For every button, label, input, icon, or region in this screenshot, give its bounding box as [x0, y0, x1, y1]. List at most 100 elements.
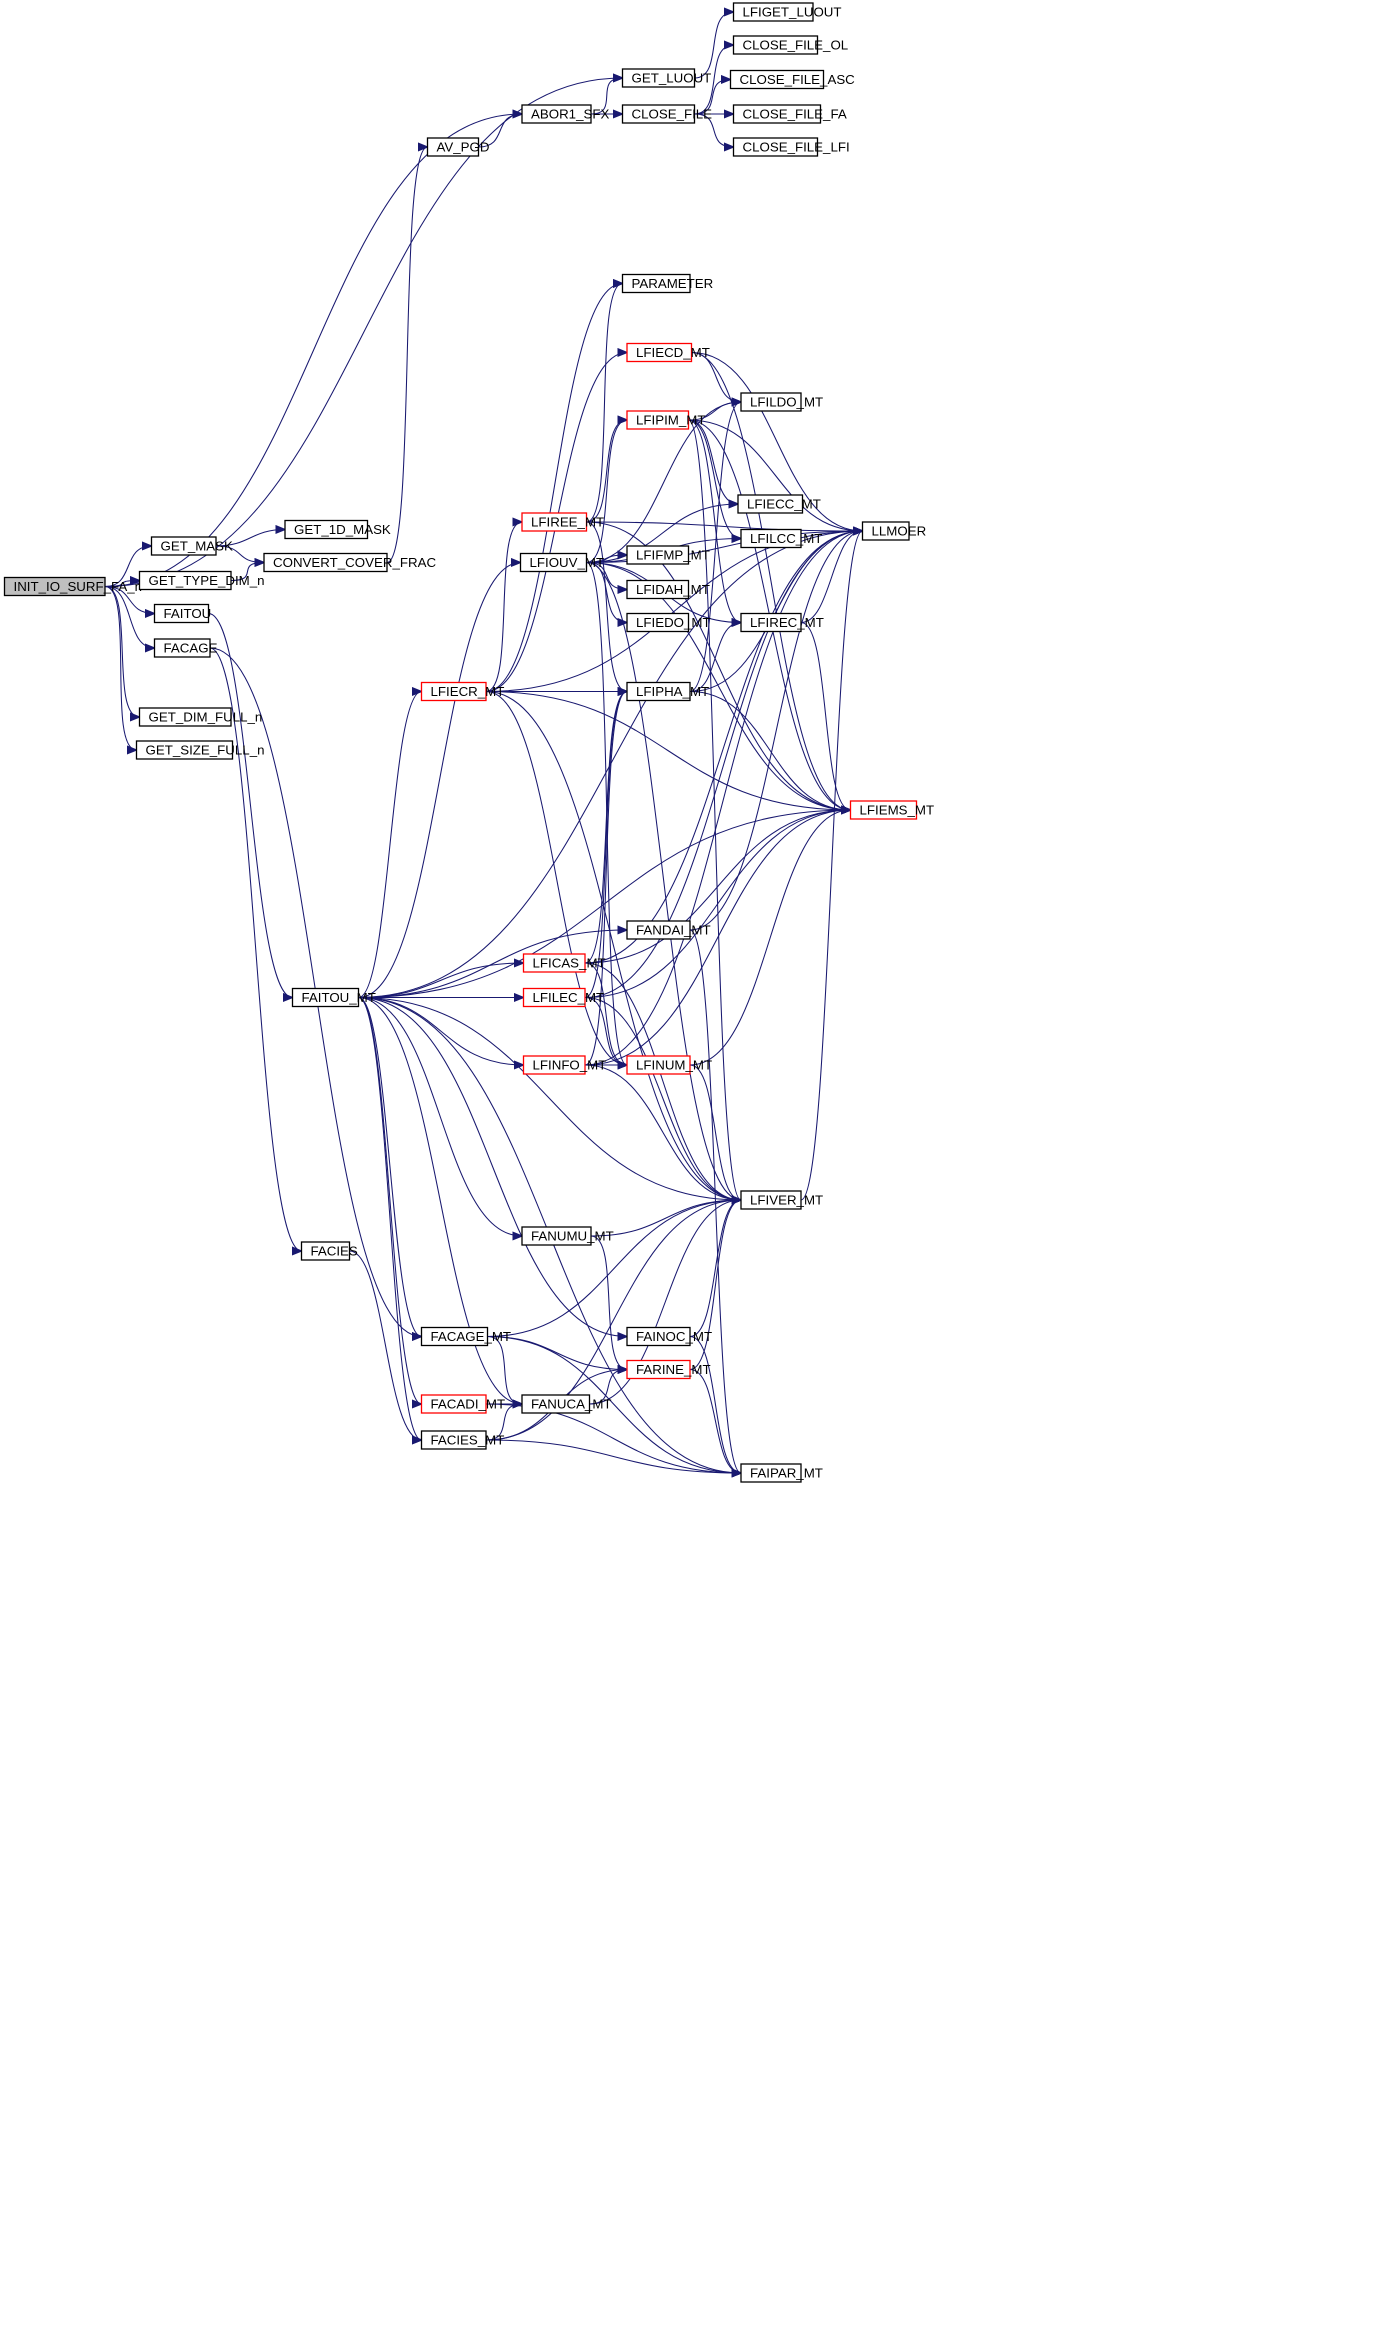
node-farine-mt[interactable]: FARINE_MT [626, 1359, 711, 1380]
node-lfiems-mt[interactable]: LFIEMS_MT [849, 800, 935, 820]
node-close-file[interactable]: CLOSE_FILE [621, 104, 713, 124]
edge-fandai_mt-to-llmoer [689, 531, 863, 931]
node-facies[interactable]: FACIES [300, 1241, 358, 1261]
edge-faitou_mt-to-fanuca_mt [358, 996, 523, 1405]
node-box [626, 410, 690, 430]
function-nodes: INIT_IO_SURF_FA_n GET_LUOUT ABOR1_SFX LFIGE… [3, 2, 935, 1483]
node-lfiget-luout[interactable]: LFIGET_LUOUT [732, 2, 842, 22]
node-fandai-mt[interactable]: FANDAI_MT [626, 920, 711, 940]
node-label: LFILDO_MT [750, 395, 823, 410]
node-lfinfo-mt[interactable]: LFINFO_MT [522, 1055, 607, 1075]
node-convert-cover-frac[interactable]: CONVERT_COVER_FRAC [263, 552, 436, 573]
node-close-file-asc[interactable]: CLOSE_FILE_ASC [729, 69, 856, 90]
edge-lfiree_mt-to-lfipim_mt [586, 420, 628, 523]
node-fanumu-mt[interactable]: FANUMU_MT [521, 1226, 614, 1246]
node-label: GET_SIZE_FULL_n [146, 743, 265, 758]
call-edges [104, 12, 863, 1473]
node-box [284, 519, 369, 540]
node-fainoc-mt[interactable]: FAINOC_MT [626, 1326, 712, 1347]
edge-lfiree_mt-to-parameter [586, 284, 623, 523]
node-get-mask[interactable]: GET_MASK [150, 536, 234, 556]
node-facage[interactable]: FACAGE [153, 638, 218, 658]
node-get-1d-mask[interactable]: GET_1D_MASK [284, 519, 391, 540]
edge-lfipha_mt-to-lfirec_mt [689, 623, 741, 693]
node-box [521, 1226, 592, 1246]
node-lfilcc-mt[interactable]: LFILCC_MT [740, 528, 822, 549]
node-lfipim-mt[interactable]: LFIPIM_MT [626, 410, 705, 430]
edge-init-to-get_luout [104, 78, 623, 588]
node-close-file-ol[interactable]: CLOSE_FILE_OL [732, 35, 849, 55]
node-lfildo-mt[interactable]: LFILDO_MT [740, 392, 823, 412]
node-lfiouv-mt[interactable]: LFIOUV_MT [519, 552, 605, 573]
node-label: GET_TYPE_DIM_n [149, 573, 265, 588]
node-close-file-lfi[interactable]: CLOSE_FILE_LFI [732, 137, 850, 157]
node-lfiecr-mt[interactable]: LFIECR_MT [420, 681, 505, 702]
edge-lfiouv_mt-to-lfiecc_mt [586, 504, 739, 564]
node-box [135, 740, 234, 760]
node-label: LFIPHA_MT [636, 684, 709, 699]
node-facies-mt[interactable]: FACIES_MT [420, 1430, 505, 1450]
node-av-pgd[interactable]: AV_PGD [426, 137, 490, 157]
edge-faitou_mt-to-lfiems_mt [358, 810, 851, 999]
node-box [732, 2, 814, 22]
node-box [626, 579, 690, 600]
edge-farine_mt-to-lfiver_mt [689, 1200, 741, 1371]
node-label: FANUMU_MT [531, 1229, 614, 1244]
node-init[interactable]: INIT_IO_SURF_FA_n [3, 576, 143, 597]
edge-faitou_mt-to-lfiecr_mt [358, 692, 422, 999]
node-label: CLOSE_FILE [632, 107, 713, 122]
node-lfifmp-mt[interactable]: LFIFMP_MT [626, 545, 710, 565]
node-parameter[interactable]: PARAMETER [621, 273, 714, 294]
node-get-dim-full-n[interactable]: GET_DIM_FULL_n [138, 707, 263, 727]
node-label: LFIPIM_MT [636, 413, 705, 428]
node-lfiecd-mt[interactable]: LFIECD_MT [626, 342, 710, 363]
edge-facies-to-facies_mt [349, 1250, 422, 1440]
edge-lfipim_mt-to-lfiver_mt [688, 419, 742, 1200]
edge-faitou_mt-to-facies_mt [358, 996, 422, 1441]
node-lfipha-mt[interactable]: LFIPHA_MT [626, 681, 709, 702]
edge-lfipim_mt-to-lfirec_mt [688, 419, 742, 623]
node-lfiree-mt[interactable]: LFIREE_MT [521, 512, 604, 532]
node-label: FACADI_MT [431, 1397, 506, 1412]
node-lfiver-mt[interactable]: LFIVER_MT [740, 1190, 823, 1210]
node-box [626, 920, 691, 940]
edge-lficas_mt-to-lfiems_mt [584, 810, 851, 964]
node-box [522, 1055, 586, 1075]
node-faipar-mt[interactable]: FAIPAR_MT [740, 1463, 823, 1483]
node-lfilec-mt[interactable]: LFILEC_MT [522, 987, 605, 1008]
node-get-size-full-n[interactable]: GET_SIZE_FULL_n [135, 740, 265, 760]
node-get-type-dim-n[interactable]: GET_TYPE_DIM_n [138, 570, 265, 591]
edge-facage-to-facies [209, 647, 302, 1251]
node-lfiedo-mt[interactable]: LFIEDO_MT [626, 612, 711, 633]
node-box [522, 953, 586, 973]
node-box [153, 603, 210, 624]
node-facage-mt[interactable]: FACAGE_MT [420, 1326, 512, 1347]
node-label: FACAGE_MT [431, 1329, 512, 1344]
edge-close_file-to-close_file_asc [694, 80, 731, 115]
node-abor1-sfx[interactable]: ABOR1_SFX [521, 104, 609, 124]
edge-init-to-facage [104, 585, 155, 649]
node-llmoer[interactable]: LLMOER [861, 521, 927, 541]
edge-facage_mt-to-lfiver_mt [487, 1200, 742, 1338]
node-fanuca-mt[interactable]: FANUCA_MT [521, 1394, 612, 1414]
node-close-file-fa[interactable]: CLOSE_FILE_FA [732, 104, 847, 124]
node-label: LFIDAH_MT [636, 582, 710, 597]
node-get-luout[interactable]: GET_LUOUT [621, 68, 712, 88]
node-faitou-mt[interactable]: FAITOU_MT [291, 987, 376, 1008]
edge-lfiree_mt-to-lfipha_mt [586, 521, 628, 692]
node-lfidah-mt[interactable]: LFIDAH_MT [626, 579, 710, 600]
node-label: LFIGET_LUOUT [743, 5, 842, 20]
node-lfinum-mt[interactable]: LFINUM_MT [626, 1055, 712, 1075]
edge-lfinfo_mt-to-lfiems_mt [584, 810, 851, 1066]
node-box [626, 1055, 691, 1075]
node-faitou[interactable]: FAITOU [153, 603, 212, 624]
edge-lfilec_mt-to-lfiems_mt [584, 810, 851, 999]
node-box [740, 528, 802, 549]
node-box [626, 1326, 691, 1347]
node-lfirec-mt[interactable]: LFIREC_MT [740, 612, 824, 633]
node-box [621, 68, 696, 88]
node-lficas-mt[interactable]: LFICAS_MT [522, 953, 606, 973]
node-label: LFIREE_MT [531, 515, 604, 530]
node-lfiecc-mt[interactable]: LFIECC_MT [737, 494, 821, 514]
node-facadi-mt[interactable]: FACADI_MT [420, 1394, 506, 1414]
